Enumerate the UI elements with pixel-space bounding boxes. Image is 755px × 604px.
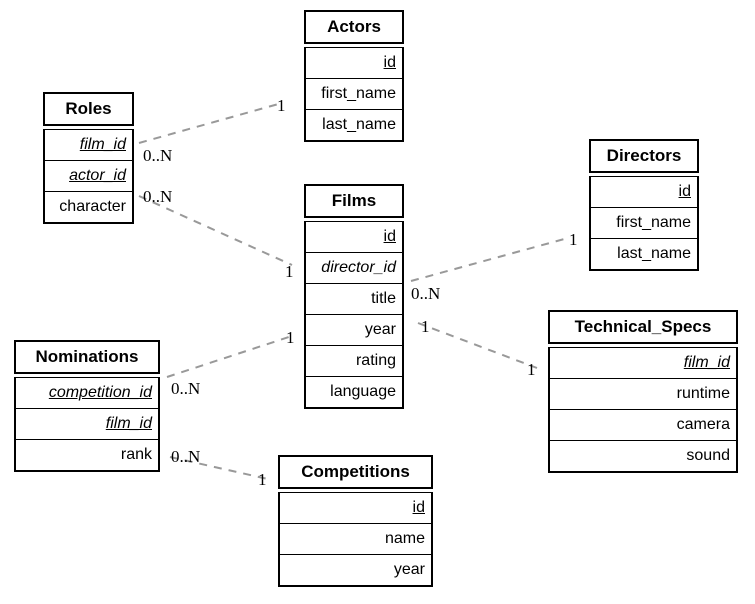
field-directors-last_name[interactable]: last_name <box>591 238 697 269</box>
relationship-line-roles-actors <box>138 102 283 144</box>
field-label: camera <box>676 416 730 433</box>
field-label: actor_id <box>69 167 126 184</box>
field-label: name <box>384 530 425 547</box>
title-field-separator <box>304 218 404 221</box>
field-label: last_name <box>322 116 396 133</box>
field-label: rating <box>355 352 396 369</box>
cardinality-films-directors-to: 1 <box>569 230 578 249</box>
entity-roles[interactable]: Roles film_id actor_id character <box>43 92 134 224</box>
entity-title-directors: Directors <box>589 139 699 173</box>
entity-title-roles: Roles <box>43 92 134 126</box>
field-technical_specs-camera[interactable]: camera <box>550 409 736 440</box>
cardinality-films-technical_specs-to: 1 <box>527 360 536 379</box>
field-label: director_id <box>321 259 396 276</box>
cardinality-nominations-films-to: 1 <box>286 328 295 347</box>
field-films-rating[interactable]: rating <box>306 345 402 376</box>
field-films-id[interactable]: id <box>306 221 402 252</box>
field-label: id <box>412 499 425 516</box>
field-technical_specs-film_id[interactable]: film_id <box>550 347 736 378</box>
field-label: first_name <box>616 214 691 231</box>
entity-fields-roles: film_id actor_id character <box>43 129 134 224</box>
field-label: last_name <box>617 245 691 262</box>
field-competitions-name[interactable]: name <box>280 523 431 554</box>
field-label: film_id <box>79 136 126 153</box>
field-label: id <box>383 228 396 245</box>
title-field-separator <box>14 374 160 377</box>
relationship-line-films-directors <box>410 237 569 282</box>
field-label: language <box>330 383 396 400</box>
title-field-separator <box>43 126 134 129</box>
entity-title-technical_specs: Technical_Specs <box>548 310 738 344</box>
field-competitions-id[interactable]: id <box>280 492 431 523</box>
entity-fields-actors: id first_name last_name <box>304 47 404 142</box>
entity-fields-directors: id first_name last_name <box>589 176 699 271</box>
field-technical_specs-sound[interactable]: sound <box>550 440 736 471</box>
cardinality-roles-actors-from: 0..N <box>143 146 173 165</box>
title-field-separator <box>589 173 699 176</box>
field-directors-first_name[interactable]: first_name <box>591 207 697 238</box>
cardinality-films-technical_specs-from: 1 <box>421 317 430 336</box>
field-nominations-competition_id[interactable]: competition_id <box>16 377 158 408</box>
cardinality-roles-films-to: 1 <box>285 262 294 281</box>
entity-title-nominations: Nominations <box>14 340 160 374</box>
relationship-line-films-technical_specs <box>417 322 538 369</box>
cardinality-roles-films-from: 0..N <box>143 187 173 206</box>
field-actors-last_name[interactable]: last_name <box>306 109 402 140</box>
field-label: first_name <box>321 85 396 102</box>
title-field-separator <box>548 344 738 347</box>
field-label: film_id <box>105 415 152 432</box>
field-technical_specs-runtime[interactable]: runtime <box>550 378 736 409</box>
entity-competitions[interactable]: Competitions id name year <box>278 455 433 587</box>
field-label: title <box>371 290 396 307</box>
field-roles-character[interactable]: character <box>45 191 132 222</box>
field-nominations-film_id[interactable]: film_id <box>16 408 158 439</box>
entity-title-competitions: Competitions <box>278 455 433 489</box>
field-label: character <box>59 198 126 215</box>
cardinality-films-directors-from: 0..N <box>411 284 441 303</box>
field-competitions-year[interactable]: year <box>280 554 431 585</box>
cardinality-roles-actors-to: 1 <box>277 96 286 115</box>
field-films-director_id[interactable]: director_id <box>306 252 402 283</box>
cardinality-nominations-competitions-from: 0..N <box>171 447 201 466</box>
field-films-year[interactable]: year <box>306 314 402 345</box>
title-field-separator <box>278 489 433 492</box>
field-label: competition_id <box>48 384 152 401</box>
field-actors-id[interactable]: id <box>306 47 402 78</box>
field-directors-id[interactable]: id <box>591 176 697 207</box>
field-films-title[interactable]: title <box>306 283 402 314</box>
field-label: year <box>364 321 396 338</box>
field-label: sound <box>686 447 730 464</box>
field-label: id <box>383 54 396 71</box>
relationship-line-nominations-films <box>166 335 293 378</box>
field-label: film_id <box>683 354 730 371</box>
field-nominations-rank[interactable]: rank <box>16 439 158 470</box>
entity-actors[interactable]: Actors id first_name last_name <box>304 10 404 142</box>
cardinality-nominations-competitions-to: 1 <box>258 470 267 489</box>
field-label: runtime <box>676 385 730 402</box>
field-films-language[interactable]: language <box>306 376 402 407</box>
relationship-line-roles-films <box>138 195 293 266</box>
entity-fields-competitions: id name year <box>278 492 433 587</box>
field-label: year <box>393 561 425 578</box>
field-roles-film_id[interactable]: film_id <box>45 129 132 160</box>
field-label: id <box>678 183 691 200</box>
field-label: rank <box>120 446 152 463</box>
field-actors-first_name[interactable]: first_name <box>306 78 402 109</box>
cardinality-nominations-films-from: 0..N <box>171 379 201 398</box>
entity-title-actors: Actors <box>304 10 404 44</box>
field-roles-actor_id[interactable]: actor_id <box>45 160 132 191</box>
entity-title-films: Films <box>304 184 404 218</box>
entity-directors[interactable]: Directors id first_name last_name <box>589 139 699 271</box>
title-field-separator <box>304 44 404 47</box>
